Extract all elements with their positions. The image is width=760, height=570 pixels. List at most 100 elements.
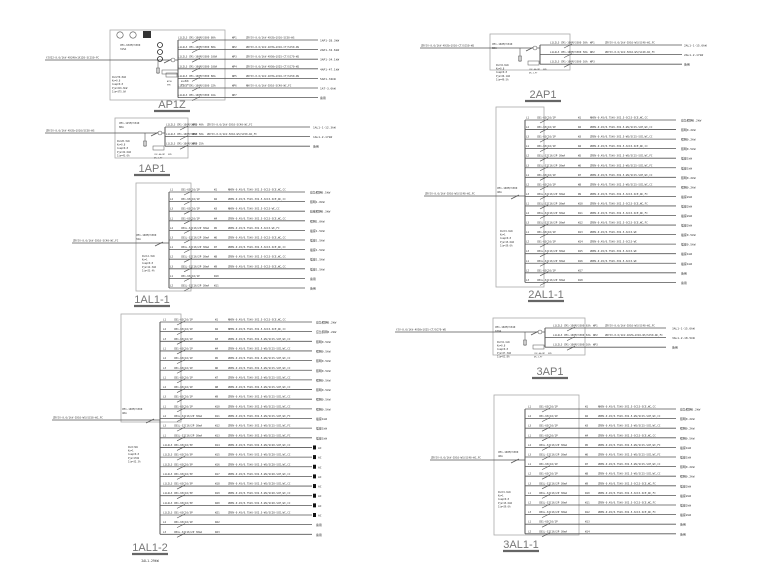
circuit-breaker: CB1-63C16/1P <box>537 135 556 139</box>
circuit-load: 3AL1-1-15.6kW <box>672 327 695 331</box>
circuit-load: 插座1.5kW <box>310 257 325 262</box>
circuit-number: W5 <box>215 356 219 360</box>
circuit-cable: ZRYJV-0.6/1kV-5X16-WS/SC40-WC,FC <box>605 50 655 54</box>
circuit-number: W14 <box>585 529 590 533</box>
circuit-load: 照明0.5kW <box>316 378 331 382</box>
breaker-contact-icon <box>539 156 549 162</box>
breaker-contact-icon <box>539 214 549 219</box>
circuit-number: W9 <box>578 192 582 196</box>
air-conditioner-icon <box>313 484 316 489</box>
breaker-contact-icon <box>563 43 573 49</box>
circuit-cable: ZRBV-0.45/0.75kV-5X2.5-WS/SC20-SCE,WC,CC <box>228 453 291 457</box>
circuit-cable: NHBV-0.45/0.75kV-3X2.5-SC15-SCE,WC,CC <box>228 188 286 192</box>
load-parameters: Pe=32.6kWKx=0.8Cosφ=0.8Pjs=26.1kWIjs=49.… <box>496 64 510 81</box>
circuit-breaker: CB1L-32C16/2P 30mA <box>174 424 203 428</box>
breaker-contact-icon <box>530 330 540 336</box>
breaker-contact-icon <box>176 320 186 326</box>
circuit-phase: L2 <box>526 211 530 215</box>
circuit-cable: ZRBV-0.45/0.75kV-3X2.5-WS/SC15-SCE,WC,CC <box>228 346 291 350</box>
meter-box-icon <box>161 69 179 75</box>
air-conditioner-icon <box>313 445 316 450</box>
circuit-phase: L2 <box>526 154 530 158</box>
circuit-phase: L2 <box>170 255 174 259</box>
circuit-phase: L2 <box>528 501 532 505</box>
circuit-load: 插座1.5kW <box>310 228 325 233</box>
circuit-number: W8 <box>215 385 219 389</box>
current-transformer-icon <box>157 130 163 136</box>
circuit-cable: ZRBV-0.45/0.75kV-3X2.5-SC15-SCE,WC,FC <box>598 481 656 485</box>
panel-ap1z: YJV22-0.6/1kV-4X240+1X120-SC150-FCCM1-63… <box>45 29 339 113</box>
panel-title-block: 1AP1 <box>134 163 170 177</box>
panel-subtitle: 2AL1-29kW <box>141 559 158 563</box>
circuit-load: AC <box>318 456 322 460</box>
circuit-number: W3 <box>585 424 589 428</box>
circuit-phase: L2 <box>526 268 530 272</box>
panel-enclosure <box>492 317 586 356</box>
circuit-number: W18 <box>215 482 220 486</box>
main-breaker-label: CM1-160M/3340 <box>495 325 516 329</box>
circuit-breaker: CB1L-32C16/2P 30mA <box>539 453 568 457</box>
circuit-phase: L1L2L3 <box>550 50 560 54</box>
circuit-phase: L1L2L3 <box>550 41 560 45</box>
panel-enclosure <box>109 29 226 101</box>
breaker-contact-icon <box>150 131 160 137</box>
breaker-contact-icon <box>179 144 189 150</box>
circuit-cable: ZRYJV-0.6/1kV-5X16-WS/SC40-WC,FC <box>605 324 655 328</box>
breaker-contact-icon <box>176 340 186 345</box>
circuit-breaker: CB1-63C16/3P <box>174 472 193 476</box>
breaker-contact-icon <box>183 257 193 263</box>
panel-enclosure <box>120 313 182 423</box>
load-parameter: Pjs=12.3kW <box>142 266 156 269</box>
breaker-contact-icon <box>191 96 201 101</box>
circuit-breaker: CB1L-32C16/2P 30mA <box>537 259 566 263</box>
circuit-number: W1 <box>214 188 218 192</box>
circuit-number: W11 <box>585 501 590 505</box>
circuit-phase: L1 <box>526 144 530 148</box>
circuit-breaker: CM1-100M/3300 63A <box>564 324 591 328</box>
circuit-breaker: CB1L-32C16/2P 30mA <box>174 414 203 418</box>
circuit-phase: L3 <box>163 530 167 534</box>
circuit-breaker: CB1L-32C16/2P 30mA <box>537 201 566 205</box>
circuit-cable: ZRBV-0.45/0.75kV-3X2.5-SC15-WC <box>590 249 637 253</box>
circuit-number: W2 <box>585 414 589 418</box>
breaker-contact-icon <box>566 326 576 332</box>
circuit-cable: ZRBV-0.45/0.75kV-3X2.5-SC15-SCE,WC,CC <box>228 264 286 268</box>
circuit-number: WP1 <box>192 123 197 127</box>
circuit-phase: L1L2L3 <box>163 491 173 495</box>
load-parameter: Ijs=375.0A <box>112 90 126 93</box>
circuit-number: W15 <box>215 453 220 457</box>
breaker-contact-icon <box>541 436 551 442</box>
circuit-number: WP3 <box>593 343 598 347</box>
panel-title: 3AL1-1 <box>503 539 538 551</box>
breaker-contact-icon <box>176 533 186 538</box>
circuit-breaker: CB1L-32C16/2P 30mA <box>181 264 210 268</box>
breaker-contact-icon <box>566 336 576 341</box>
circuit-phase: L3 <box>528 424 532 428</box>
circuit-phase: L2 <box>528 472 532 476</box>
circuit-load: 2AL1-1-15.6kW <box>684 44 707 48</box>
breaker-contact-icon <box>183 200 193 205</box>
circuit-cable: ZRYJV-0.6/1kV-4X35+1X16-CT/SC50-WS <box>246 74 300 78</box>
circuit-load: 照明0.5kW <box>316 359 331 363</box>
circuit-breaker: CB1L-32C16/2P 30mA <box>181 245 210 249</box>
load-parameter: Pe=34.1kW <box>497 341 510 344</box>
panel-enclosure <box>493 394 580 536</box>
circuit-load: 应急照明0.2kW <box>681 118 702 123</box>
breaker-contact-icon <box>539 166 549 172</box>
circuit-load: 照明0.5kW <box>316 388 331 392</box>
circuit-phase: L2 <box>528 529 532 533</box>
